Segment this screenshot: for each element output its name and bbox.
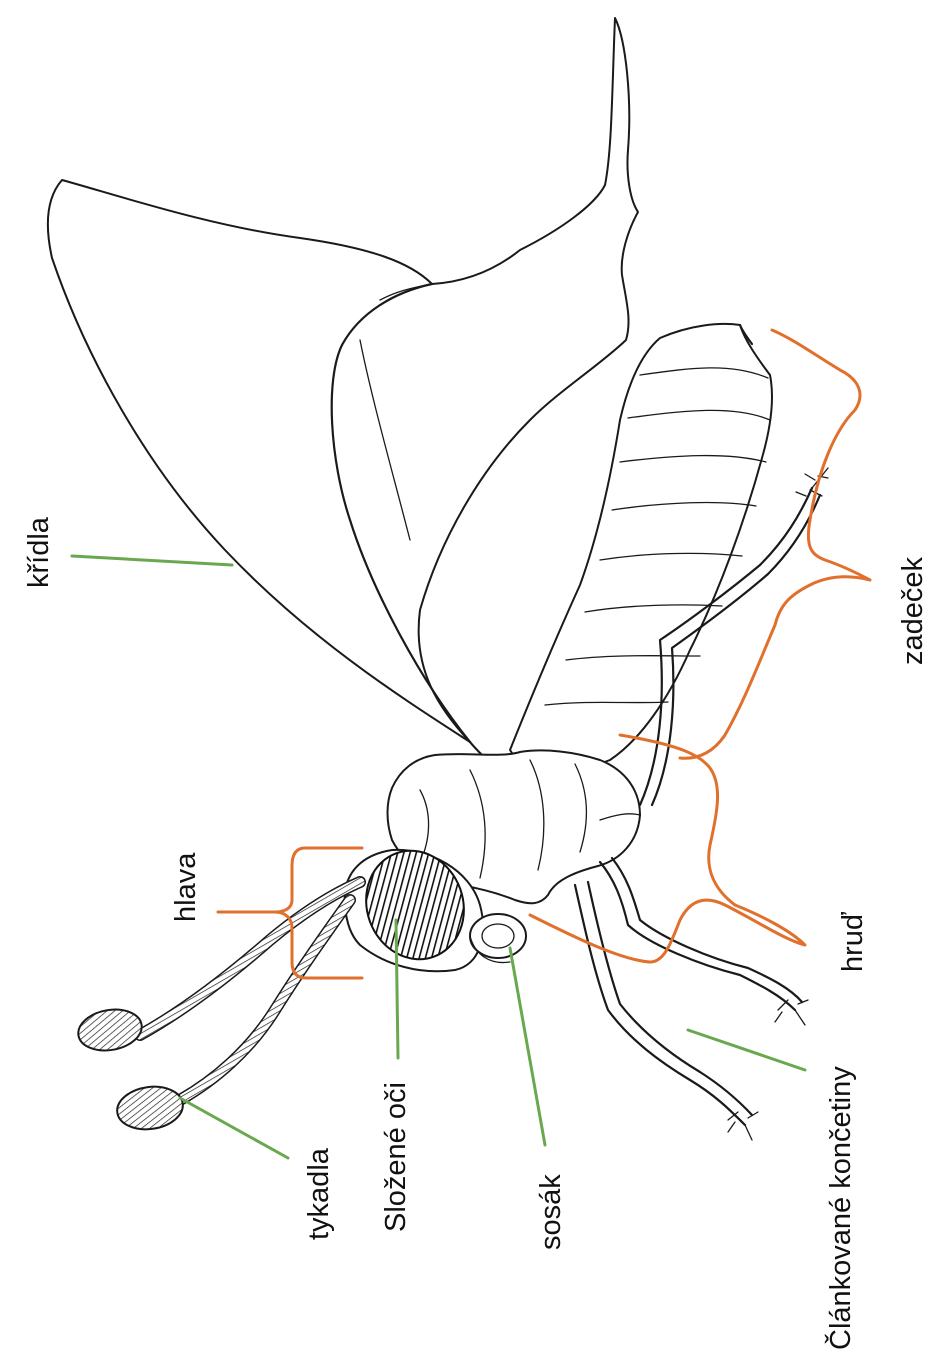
- label-zadecek: zadeček: [897, 556, 929, 665]
- label-konceniny: Článkované končetiny: [823, 1066, 857, 1350]
- label-hrud: hruď: [837, 911, 869, 972]
- pointer-kridla: [72, 556, 232, 565]
- antennae-drawing: [75, 882, 360, 1133]
- label-hlava: hlava: [170, 852, 202, 922]
- pointer-tykadla: [180, 1098, 288, 1158]
- label-kridla: křídla: [23, 516, 55, 588]
- front-wing: [48, 18, 638, 742]
- pointer-slozene-oci: [396, 920, 398, 1058]
- label-tykadla: tykadla: [303, 1147, 335, 1240]
- antenna-club-upper: [75, 1005, 145, 1056]
- antenna-club-lower: [114, 1083, 185, 1134]
- pointer-konceniny: [688, 1030, 805, 1070]
- label-sosak: sosák: [535, 1174, 567, 1250]
- pointer-sosak: [510, 948, 545, 1145]
- label-slozene-oci: Složené oči: [380, 1082, 412, 1232]
